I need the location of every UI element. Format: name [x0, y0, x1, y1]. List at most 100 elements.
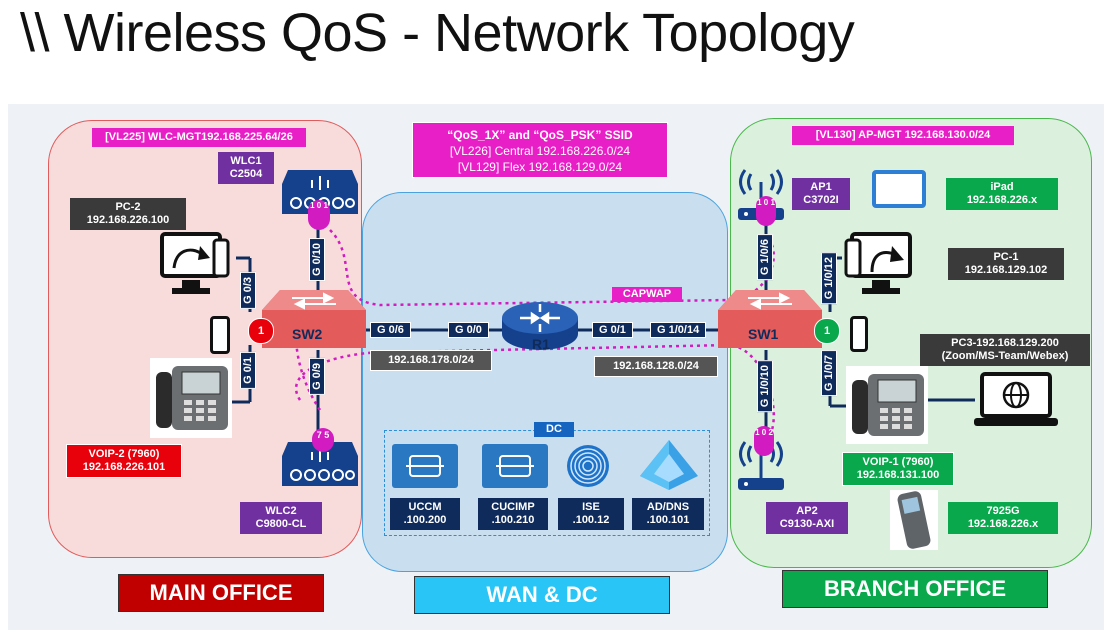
voip2-label: VOIP-2 (7960) 192.168.226.101 [66, 444, 182, 478]
ap2-label: AP2 C9130-AXI [766, 502, 848, 534]
azure-ad-icon [640, 440, 698, 490]
ap2-badge: 1 0 2 [754, 426, 774, 456]
wlc1-badge: 1 0 1 [308, 200, 330, 230]
wlc2-label: WLC2 C9800-CL [240, 502, 322, 534]
ipad-device[interactable] [872, 170, 926, 208]
sw1-port-g1-0-10: G 1/0/10 [757, 360, 773, 413]
main-office-footer: MAIN OFFICE [118, 574, 324, 612]
switch-icon [262, 290, 366, 348]
ap1-badge: 1 0 1 [756, 196, 776, 226]
mobile-icon [210, 316, 230, 354]
g7925-device[interactable] [890, 490, 938, 550]
ap2-name: AP2 [796, 505, 818, 517]
sw2-label: SW2 [292, 326, 323, 342]
cucimp-ip: .100.210 [491, 514, 535, 526]
sw2-port-g0-10: G 0/10 [309, 238, 325, 282]
ip-phone-icon [852, 374, 924, 436]
g7925-label: 7925G 192.168.226.x [948, 502, 1058, 534]
pc2-name: PC-2 [115, 201, 141, 213]
pc1-name: PC-1 [993, 251, 1019, 263]
ipad-ip: 192.168.226.x [966, 194, 1038, 206]
voip2-name: VOIP-2 (7960) [88, 448, 160, 460]
sw2-port-g0-1: G 0/1 [240, 352, 256, 389]
addns-device[interactable] [640, 440, 698, 490]
uccm-device[interactable] [392, 444, 458, 488]
desktop-pc-icon [160, 232, 230, 294]
sw2-port-g0-3: G 0/3 [240, 272, 256, 309]
ssid-flex: [VL129] Flex 192.168.129.0/24 [457, 160, 623, 174]
g7925-ip: 192.168.226.x [967, 518, 1039, 530]
wan-dc-footer: WAN & DC [414, 576, 670, 614]
pc2-ip: 192.168.226.100 [86, 214, 170, 226]
switch-icon [718, 290, 822, 348]
addns-name: AD/DNS [646, 501, 690, 513]
router-icon [502, 302, 578, 350]
sw1-port-g1-0-14: G 1/0/14 [650, 322, 707, 338]
server-icon [482, 444, 548, 488]
dc-item-addns: AD/DNS .100.101 [632, 498, 704, 530]
ssid-title: “QoS_1X” and “QoS_PSK” SSID [447, 128, 633, 142]
wlc2-badge: 7 5 [312, 428, 334, 452]
cucimp-device[interactable] [482, 444, 548, 488]
ap2-device[interactable] [736, 440, 786, 494]
sw1-device[interactable] [718, 290, 822, 348]
voip1-ip: 192.168.131.100 [856, 469, 940, 481]
net-left-label: 192.168.178.0/24 [370, 350, 492, 371]
dc-item-uccm: UCCM .100.200 [390, 498, 460, 530]
sw2-port-g0-6: G 0/6 [370, 322, 411, 338]
pc2-label: PC-2 192.168.226.100 [70, 198, 186, 230]
pc2-device[interactable] [160, 232, 236, 298]
pc3-label: PC3-192.168.129.200 (Zoom/MS-Team/Webex) [920, 334, 1090, 366]
desktop-pc-icon [844, 232, 912, 294]
ise-ip: .100.12 [572, 514, 610, 526]
wlc2-name: WLC2 [265, 505, 297, 517]
cucimp-name: CUCIMP [491, 501, 535, 513]
wlc1-name: WLC1 [230, 155, 262, 167]
voip2-ip: 192.168.226.101 [82, 461, 166, 473]
ap1-model: C3702I [803, 194, 839, 206]
capwap-tunnel-1 [329, 229, 775, 307]
dc-item-ise: ISE .100.12 [558, 498, 624, 530]
pc3-name: PC3-192.168.129.200 [951, 337, 1059, 349]
wireless-phone-icon [897, 491, 931, 549]
branch-office-footer: BRANCH OFFICE [782, 570, 1048, 608]
fingerprint-icon [567, 445, 609, 487]
addns-ip: .100.101 [646, 514, 690, 526]
ssid-central: [VL226] Central 192.168.226.0/24 [449, 144, 631, 158]
r1-port-g0-0: G 0/0 [448, 322, 489, 338]
uccm-name: UCCM [408, 501, 442, 513]
dc-title: DC [534, 422, 574, 437]
ap1-name: AP1 [810, 181, 832, 193]
ipad-name: iPad [990, 181, 1014, 193]
voip1-device[interactable] [846, 366, 928, 444]
g7925-name: 7925G [986, 505, 1020, 517]
pc1-label: PC-1 192.168.129.102 [948, 248, 1064, 280]
net-right-label: 192.168.128.0/24 [594, 356, 718, 377]
pc3-device[interactable] [974, 372, 1058, 430]
voip2-device[interactable] [150, 358, 232, 438]
wlc1-label: WLC1 C2504 [218, 152, 274, 184]
sw1-port-g1-0-7: G 1/0/7 [821, 350, 837, 397]
access-point-icon [738, 441, 784, 490]
sw1-badge: 1 [814, 318, 840, 344]
wlc2-device[interactable] [282, 442, 358, 486]
pc3-apps: (Zoom/MS-Team/Webex) [941, 350, 1069, 362]
sw1-port-g1-0-6: G 1/0/6 [757, 234, 773, 281]
pc1-device[interactable] [842, 232, 918, 298]
ise-name: ISE [582, 501, 600, 513]
main-vlan-label: [VL225] WLC-MGT192.168.225.64/26 [92, 128, 306, 147]
sw1-port-g1-0-12: G 1/0/12 [821, 252, 837, 305]
sw1-label: SW1 [748, 326, 779, 342]
r1-device[interactable] [500, 300, 580, 352]
ise-device[interactable] [566, 444, 610, 488]
sw2-device[interactable] [262, 290, 366, 348]
sw2-badge: 1 [248, 318, 274, 344]
ipad-label: iPad 192.168.226.x [946, 178, 1058, 210]
voip1-name: VOIP-1 (7960) [862, 456, 934, 468]
mobile-icon [850, 316, 868, 352]
wlc2-model: C9800-CL [255, 518, 307, 530]
laptop-icon [974, 372, 1058, 426]
sw2-port-g0-9: G 0/9 [309, 358, 325, 395]
ap2-model: C9130-AXI [779, 518, 835, 530]
branch-vlan-label: [VL130] AP-MGT 192.168.130.0/24 [792, 126, 1014, 145]
